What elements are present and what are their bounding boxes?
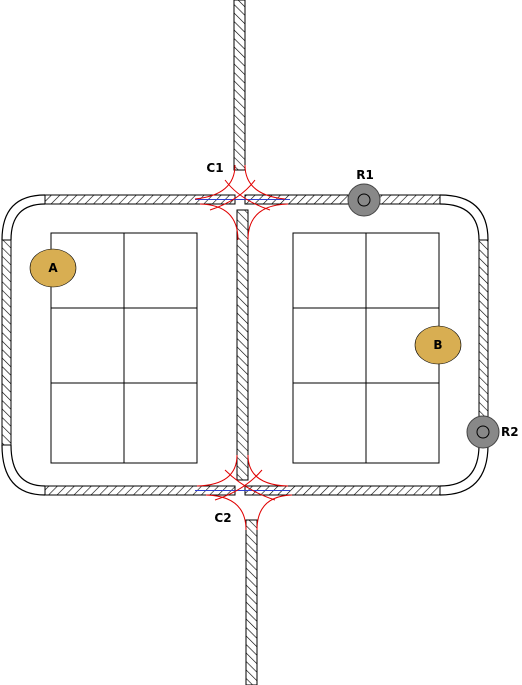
switch-curve (247, 454, 289, 487)
intersection-c2-label: C2 (214, 511, 231, 525)
corner-bottom-right (439, 444, 489, 496)
intersection-c1 (194, 164, 290, 241)
zone-a-label: A (48, 261, 58, 275)
switch-curve (247, 203, 289, 241)
track-left (1, 239, 12, 446)
switch-curve (205, 494, 247, 531)
corner-bottom-left (1, 444, 46, 496)
track-bottom-spur (245, 519, 258, 685)
robot-r2-label: R2 (501, 425, 519, 439)
switch-curve (224, 469, 276, 501)
grid-left (50, 232, 198, 464)
track-top-spur (233, 0, 246, 171)
switch-curve (256, 494, 293, 531)
zone-b: B (414, 325, 462, 365)
outer-track (1, 0, 489, 685)
switch-curve (196, 454, 238, 487)
corner-top-left (1, 194, 46, 241)
switch-curve (199, 203, 239, 241)
robot-r1-label: R1 (356, 168, 374, 182)
intersection-c2 (195, 454, 293, 531)
switch-curve (209, 179, 256, 211)
robot-r1: R1 (347, 168, 381, 217)
switch-curve (224, 179, 271, 211)
intersection-c1-label: C1 (206, 161, 223, 175)
track-right (478, 239, 489, 446)
switch-curve (244, 164, 286, 200)
switch-curve (214, 469, 263, 501)
zone-b-label: B (433, 338, 442, 352)
track-middle (236, 209, 249, 481)
zone-a: A (29, 248, 77, 288)
switch-curve (194, 164, 236, 200)
corner-top-right (439, 194, 489, 241)
robot-r2: R2 (466, 415, 519, 449)
